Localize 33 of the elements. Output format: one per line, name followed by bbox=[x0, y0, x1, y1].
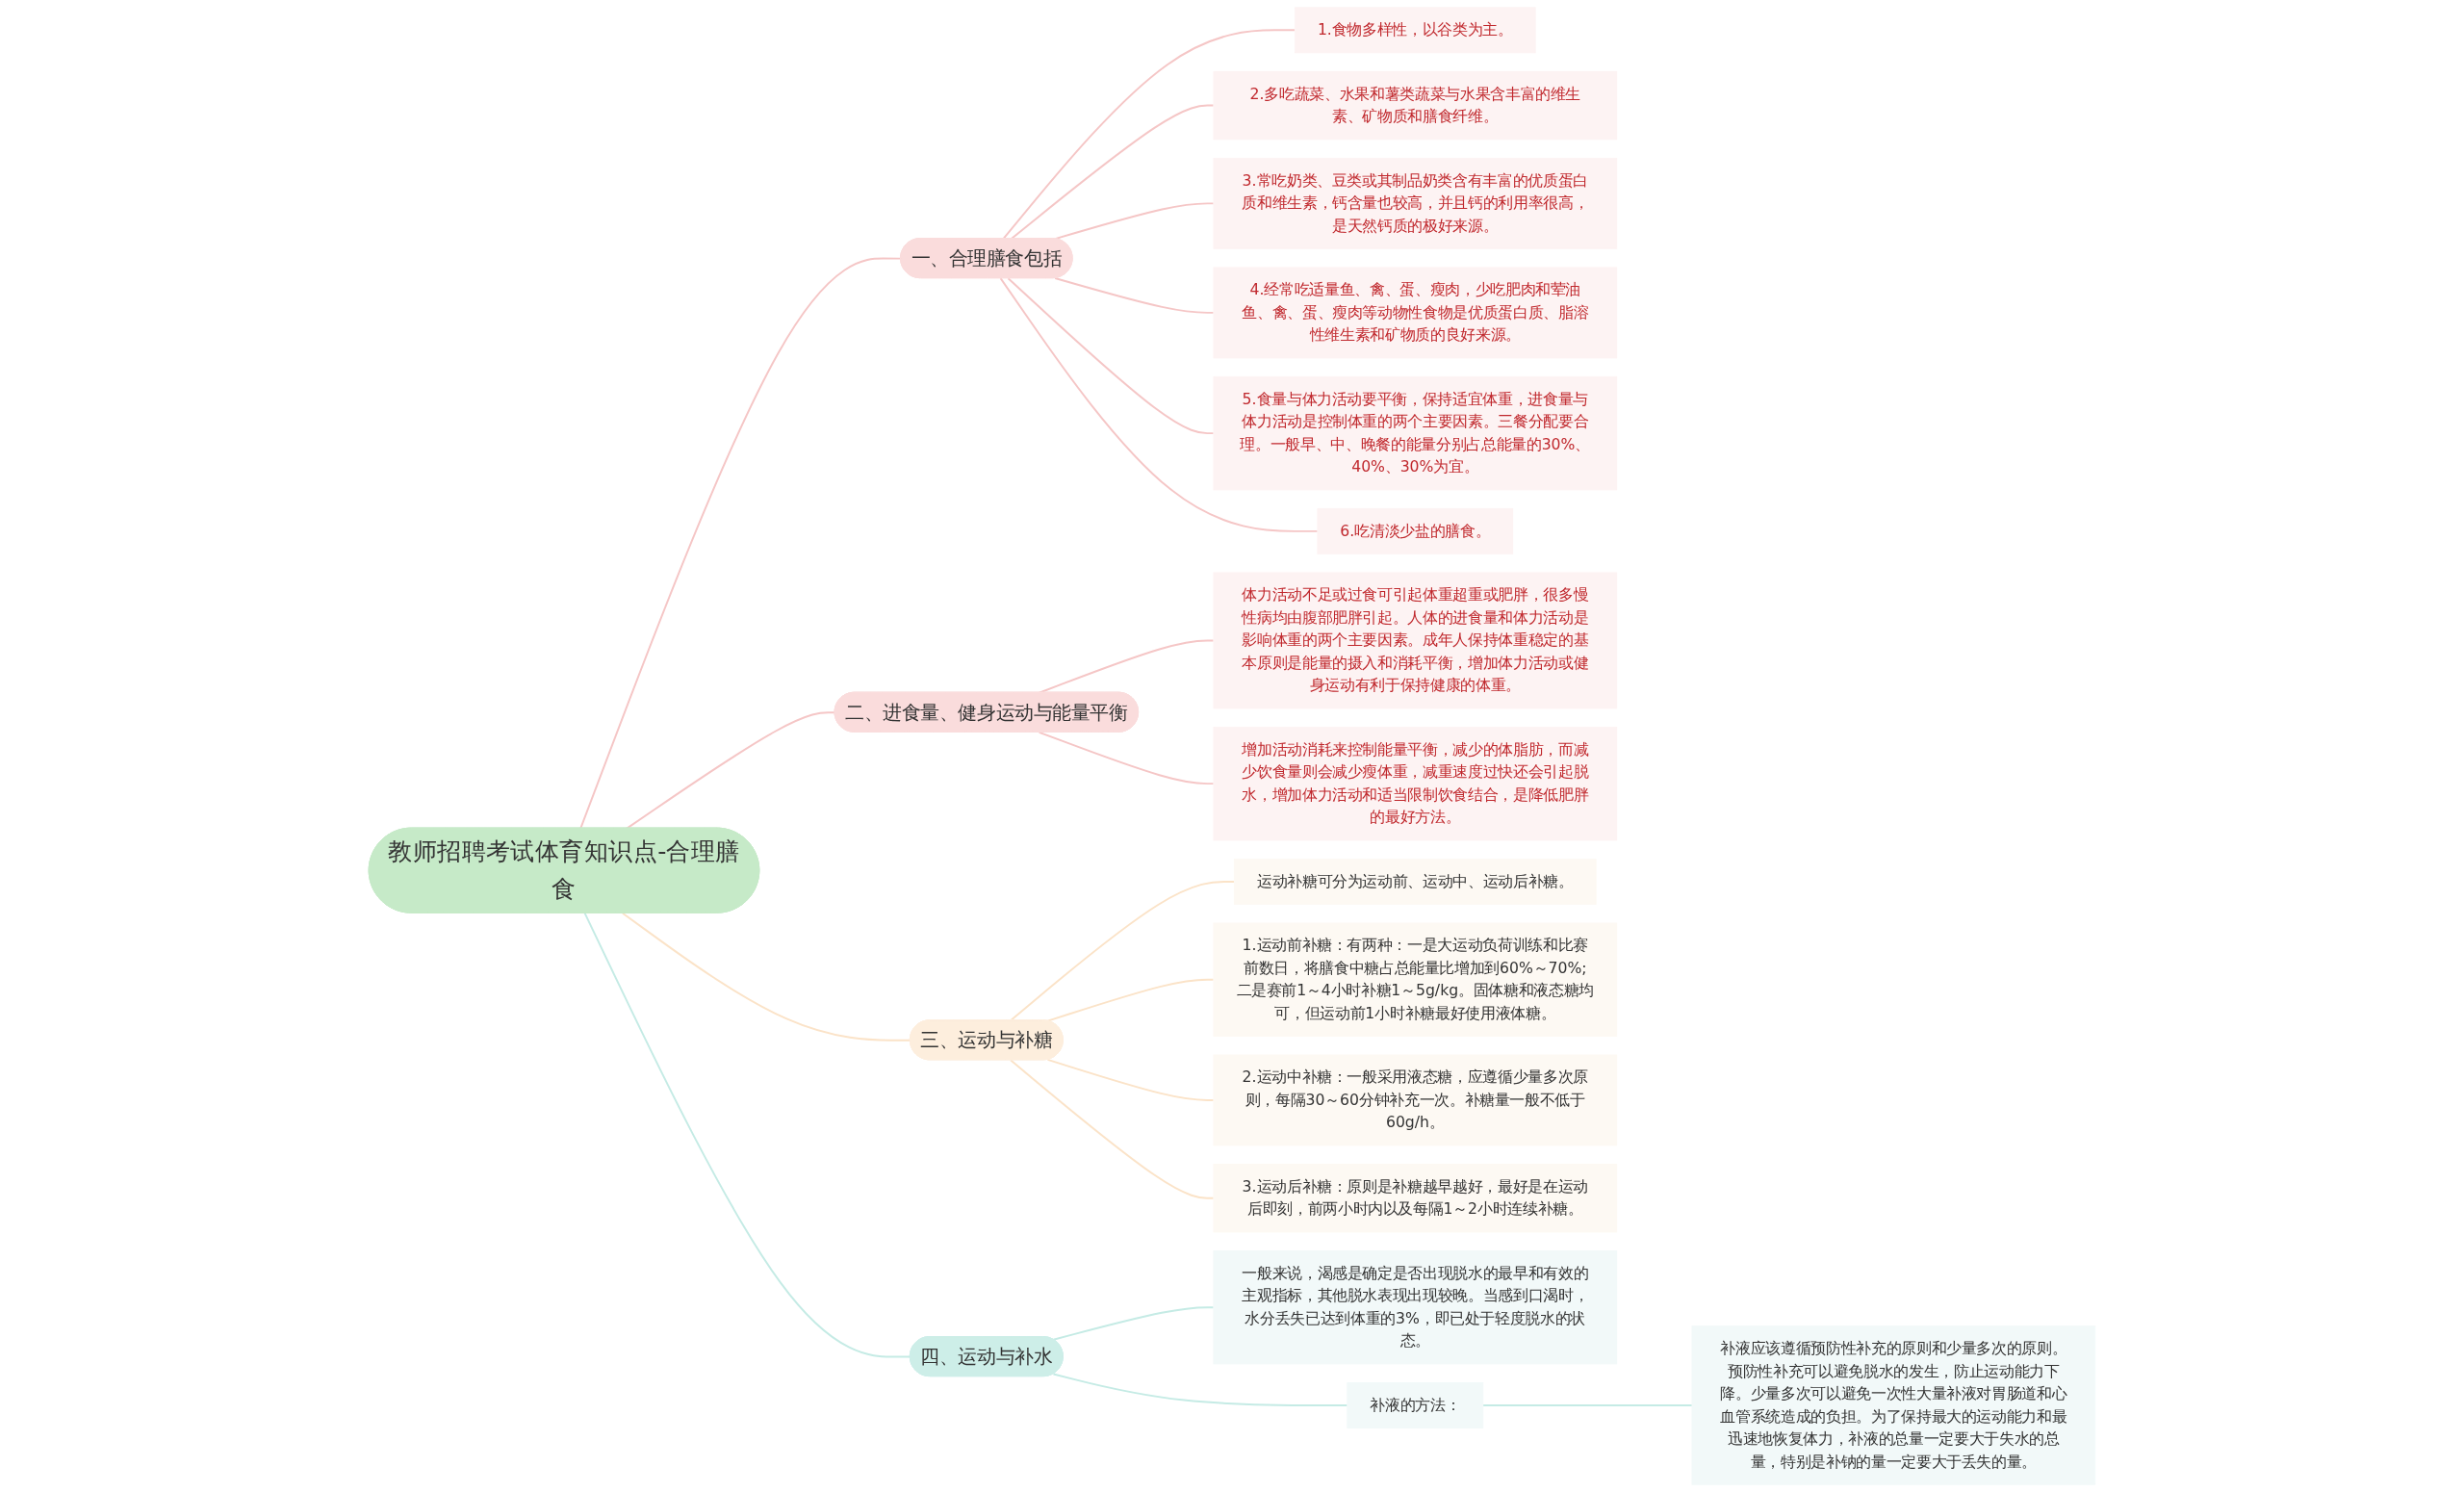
connector bbox=[999, 277, 1319, 532]
node-box: 一般来说，渴感是确定是否出现脱水的最早和有效的主观指标，其他脱水表现出现较晚。当感到口渴时，水分丢失已达到体重的3%，即已处于轻度脱水的状态。 bbox=[1213, 1250, 1618, 1365]
connector bbox=[1046, 1058, 1215, 1101]
connector bbox=[1002, 29, 1296, 241]
node-box: 3.运动后补糖：原则是补糖越早越好，最好是在运动后即刻，前两小时内以及每隔1～2小时连续补糖。 bbox=[1213, 1164, 1618, 1233]
node-box: 1.运动前补糖：有两种：一是大运动负荷训练和比赛前数日，将膳食中糖占总能量比增加到60%～70%;二是赛前1～4小时补糖1～5g/kg。固体糖和液态糖均可，但运动前1小时补糖最好使用液体糖。 bbox=[1213, 922, 1618, 1037]
node-box: 6.吃清淡少盐的膳食。 bbox=[1317, 507, 1514, 554]
node-box: 3.常吃奶类、豆类或其制品奶类含有丰富的优质蛋白质和维生素，钙含量也较高，并且钙的利用率很高，是天然钙质的极好来源。 bbox=[1213, 157, 1618, 249]
connector bbox=[1038, 731, 1215, 785]
node-box: 5.食量与体力活动要平衡，保持适宜体重，进食量与体力活动是控制体重的两个主要因素。三餐分配要合理。一般早、中、晚餐的能量分别占总能量的30%、40%、30%为宜。 bbox=[1213, 375, 1618, 491]
node-box: 体力活动不足或过食可引起体重超重或肥胖，很多慢性病均由腹部肥胖引起。人体的进食量和体力活动是影响体重的两个主要因素。成年人保持体重稳定的基本原则是能量的摄入和消耗平衡，增加体力活动或健身运动有利于保持健康的体重。 bbox=[1213, 572, 1618, 709]
connector bbox=[1054, 277, 1215, 314]
node-box: 补液应该遵循预防性补充的原则和少量多次的原则。预防性补充可以避免脱水的发生，防止运动能力下降。少量多次可以避免一次性大量补液对胃肠道和心血管系统造成的负担。为了保持最大的运动能力和最迅速地恢复体力，补液的总量一定要大于失水的总量，特别是补钠的量一定要大于丢失的量。 bbox=[1691, 1325, 2096, 1485]
connector bbox=[1052, 1306, 1215, 1341]
connector bbox=[1052, 1373, 1348, 1406]
connector bbox=[626, 711, 836, 830]
node-box: 4.经常吃适量鱼、禽、蛋、瘦肉，少吃肥肉和荤油鱼、禽、蛋、瘦肉等动物性食物是优质蛋白质、脂溶性维生素和矿物质的良好来源。 bbox=[1213, 267, 1618, 359]
connector bbox=[1481, 1404, 1693, 1406]
connector bbox=[1009, 1059, 1215, 1199]
connector bbox=[1046, 978, 1215, 1022]
connector bbox=[579, 257, 902, 830]
connector bbox=[1007, 277, 1215, 435]
node-box: 补液的方法： bbox=[1347, 1382, 1484, 1428]
node-box: 运动补糖可分为运动前、运动中、运动后补糖。 bbox=[1233, 858, 1597, 905]
connector bbox=[1010, 104, 1215, 241]
connector bbox=[1009, 880, 1236, 1022]
node-box: 2.多吃蔬菜、水果和薯类蔬菜与水果含丰富的维生素、矿物质和膳食纤维。 bbox=[1213, 70, 1618, 141]
node-box: 2.运动中补糖：一般采用液态糖，应遵循少量多次原则，每隔30～60分钟补充一次。补糖量一般不低于60g/h。 bbox=[1213, 1054, 1618, 1146]
node-box: 增加活动消耗来控制能量平衡，减少的体脂肪，而减少饮食量则会减少瘦体重，减重速度过快还会引起脱水，增加体力活动和适当限制饮食结合，是降低肥胖的最好方法。 bbox=[1213, 726, 1618, 841]
connector bbox=[621, 912, 911, 1042]
connector bbox=[583, 912, 911, 1358]
connector bbox=[1054, 202, 1215, 241]
node-box: 1.食物多样性，以谷类为主。 bbox=[1294, 7, 1536, 54]
